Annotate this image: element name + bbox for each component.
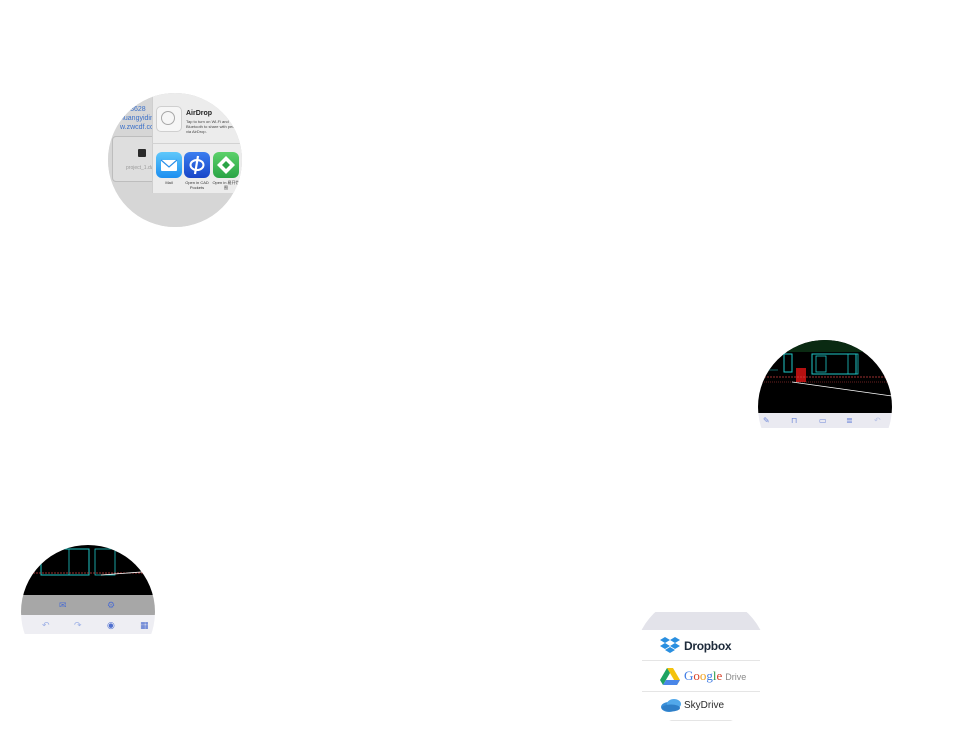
cad-pockets-app-label: Open in CAD Pockets	[185, 180, 209, 190]
google-letter: o	[693, 668, 700, 683]
mail-app-label: Mail	[165, 180, 173, 185]
provider-skydrive[interactable]: SkyDrive	[684, 700, 725, 711]
row-divider	[642, 660, 760, 661]
diamond-app-icon	[217, 156, 235, 174]
google-letter: e	[716, 668, 723, 683]
keyboard-icon[interactable]: ▦	[140, 620, 149, 630]
redo-icon[interactable]: ↷	[74, 620, 82, 630]
airdrop-description: Tap to turn on Wi-Fi and Bluetooth to sh…	[186, 119, 240, 134]
undo-icon[interactable]: ↶	[874, 416, 881, 425]
contact-email: huangyidin	[120, 115, 154, 122]
file-attachment[interactable]	[112, 136, 156, 182]
contact-phone: 20-3628	[120, 106, 146, 113]
drawing-toolbar	[758, 413, 892, 428]
undo-icon[interactable]: ↶	[42, 620, 50, 630]
file-name: project_1.dwg	[126, 165, 158, 171]
row-divider	[642, 720, 760, 721]
providers-header-strip	[634, 612, 768, 630]
google-drive-icon	[660, 668, 680, 685]
cad-drawing	[758, 353, 892, 397]
skydrive-icon	[661, 699, 681, 712]
cad-pockets-icon	[189, 155, 205, 175]
navigation-bar	[21, 615, 155, 634]
cad-pockets-app-button[interactable]	[184, 152, 210, 178]
eye-icon[interactable]: ◉	[107, 620, 115, 630]
drawing-canvas[interactable]	[21, 545, 155, 595]
google-letter: g	[706, 668, 713, 683]
diamond-app-label: Open in 易开饮 图	[212, 180, 240, 190]
provider-dropbox[interactable]: Dropbox	[684, 639, 732, 653]
cad-drawing	[21, 548, 155, 576]
cad-toolbar-magnifier: ✎ ⊓ ▭ ≣ ↶	[758, 340, 892, 474]
layers-icon[interactable]: ≣	[846, 416, 853, 425]
row-divider	[642, 691, 760, 692]
action-bar	[21, 595, 155, 615]
drawing-canvas[interactable]	[758, 340, 892, 413]
google-letter: G	[684, 668, 694, 683]
google-letter: l	[712, 668, 717, 683]
drive-suffix: Drive	[725, 672, 747, 682]
mail-icon	[160, 159, 178, 171]
mail-app-button[interactable]	[156, 152, 182, 178]
canvas-top-band	[758, 340, 892, 352]
cad-bottom-bar-magnifier: ✉ ⚙ ↶ ↷ ◉ ▦	[21, 545, 155, 679]
diamond-app-button[interactable]	[213, 152, 239, 178]
contact-website: w.zwcdf.com	[120, 124, 160, 131]
comment-icon[interactable]: ▭	[819, 416, 827, 425]
share-sheet-magnifier: 20-3628 huangyidin w.zwcdf.com project_1…	[108, 93, 242, 227]
settings-icon[interactable]: ⚙	[107, 600, 116, 610]
mail-icon[interactable]: ✉	[59, 600, 67, 610]
share-divider	[152, 143, 242, 144]
dwg-file-icon	[138, 149, 146, 157]
google-letter: o	[699, 668, 707, 683]
measure-icon[interactable]: ⊓	[791, 416, 798, 425]
dropbox-icon	[660, 637, 680, 653]
pencil-icon[interactable]: ✎	[763, 416, 770, 425]
airdrop-title: AirDrop	[186, 110, 213, 117]
airdrop-icon	[161, 111, 175, 125]
